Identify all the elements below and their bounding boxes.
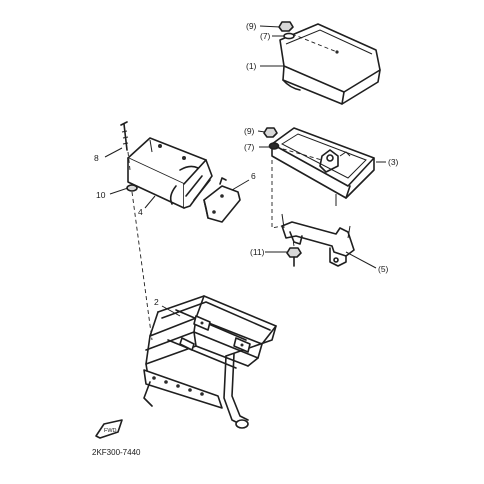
nut-9-middle [263,127,278,138]
callout-4: 4 [138,207,143,217]
callout-10: 10 [96,190,106,200]
leader-dashed [127,151,131,171]
leader-dashed [275,146,323,161]
callout-9-upper: (9) [246,21,257,31]
bolt-11 [286,247,302,267]
part-4-box [127,137,213,209]
part-6-plate [203,177,241,223]
leader-dashed [292,239,295,247]
callout-8: 8 [94,153,99,163]
fwd-label: FWD [104,428,117,434]
callout-11: (11) [250,247,265,257]
part-5-bracket [281,213,355,267]
leader-line [104,147,123,158]
callout-7-middle: (7) [244,142,255,152]
callout-7-upper: (7) [260,31,271,41]
screw-8 [120,121,129,151]
callout-9-middle: (9) [244,126,255,136]
leader-line [161,305,181,317]
part-1-cover [279,23,381,105]
leader-line [109,187,129,195]
washer-7-middle [268,142,280,150]
fwd-arrow-icon: FWD [95,419,123,439]
leader-dashed [291,33,338,53]
callout-1: (1) [246,61,257,71]
washer-10 [126,184,138,192]
callout-6: 6 [251,171,256,181]
leader-dashed [131,191,153,341]
leader-line [231,179,250,191]
part-3-tray [271,127,375,206]
callout-3: (3) [388,157,399,167]
leader-dashed [271,160,283,229]
leader-line [345,251,377,269]
callout-2: 2 [154,297,159,307]
nut-9-upper [278,21,294,32]
callout-5: (5) [378,264,389,274]
part-code: 2KF300-7440 [92,448,141,457]
part-2-rack [143,295,277,429]
leader-line [257,130,266,133]
leader-line [144,195,156,209]
leader-line [259,25,281,28]
